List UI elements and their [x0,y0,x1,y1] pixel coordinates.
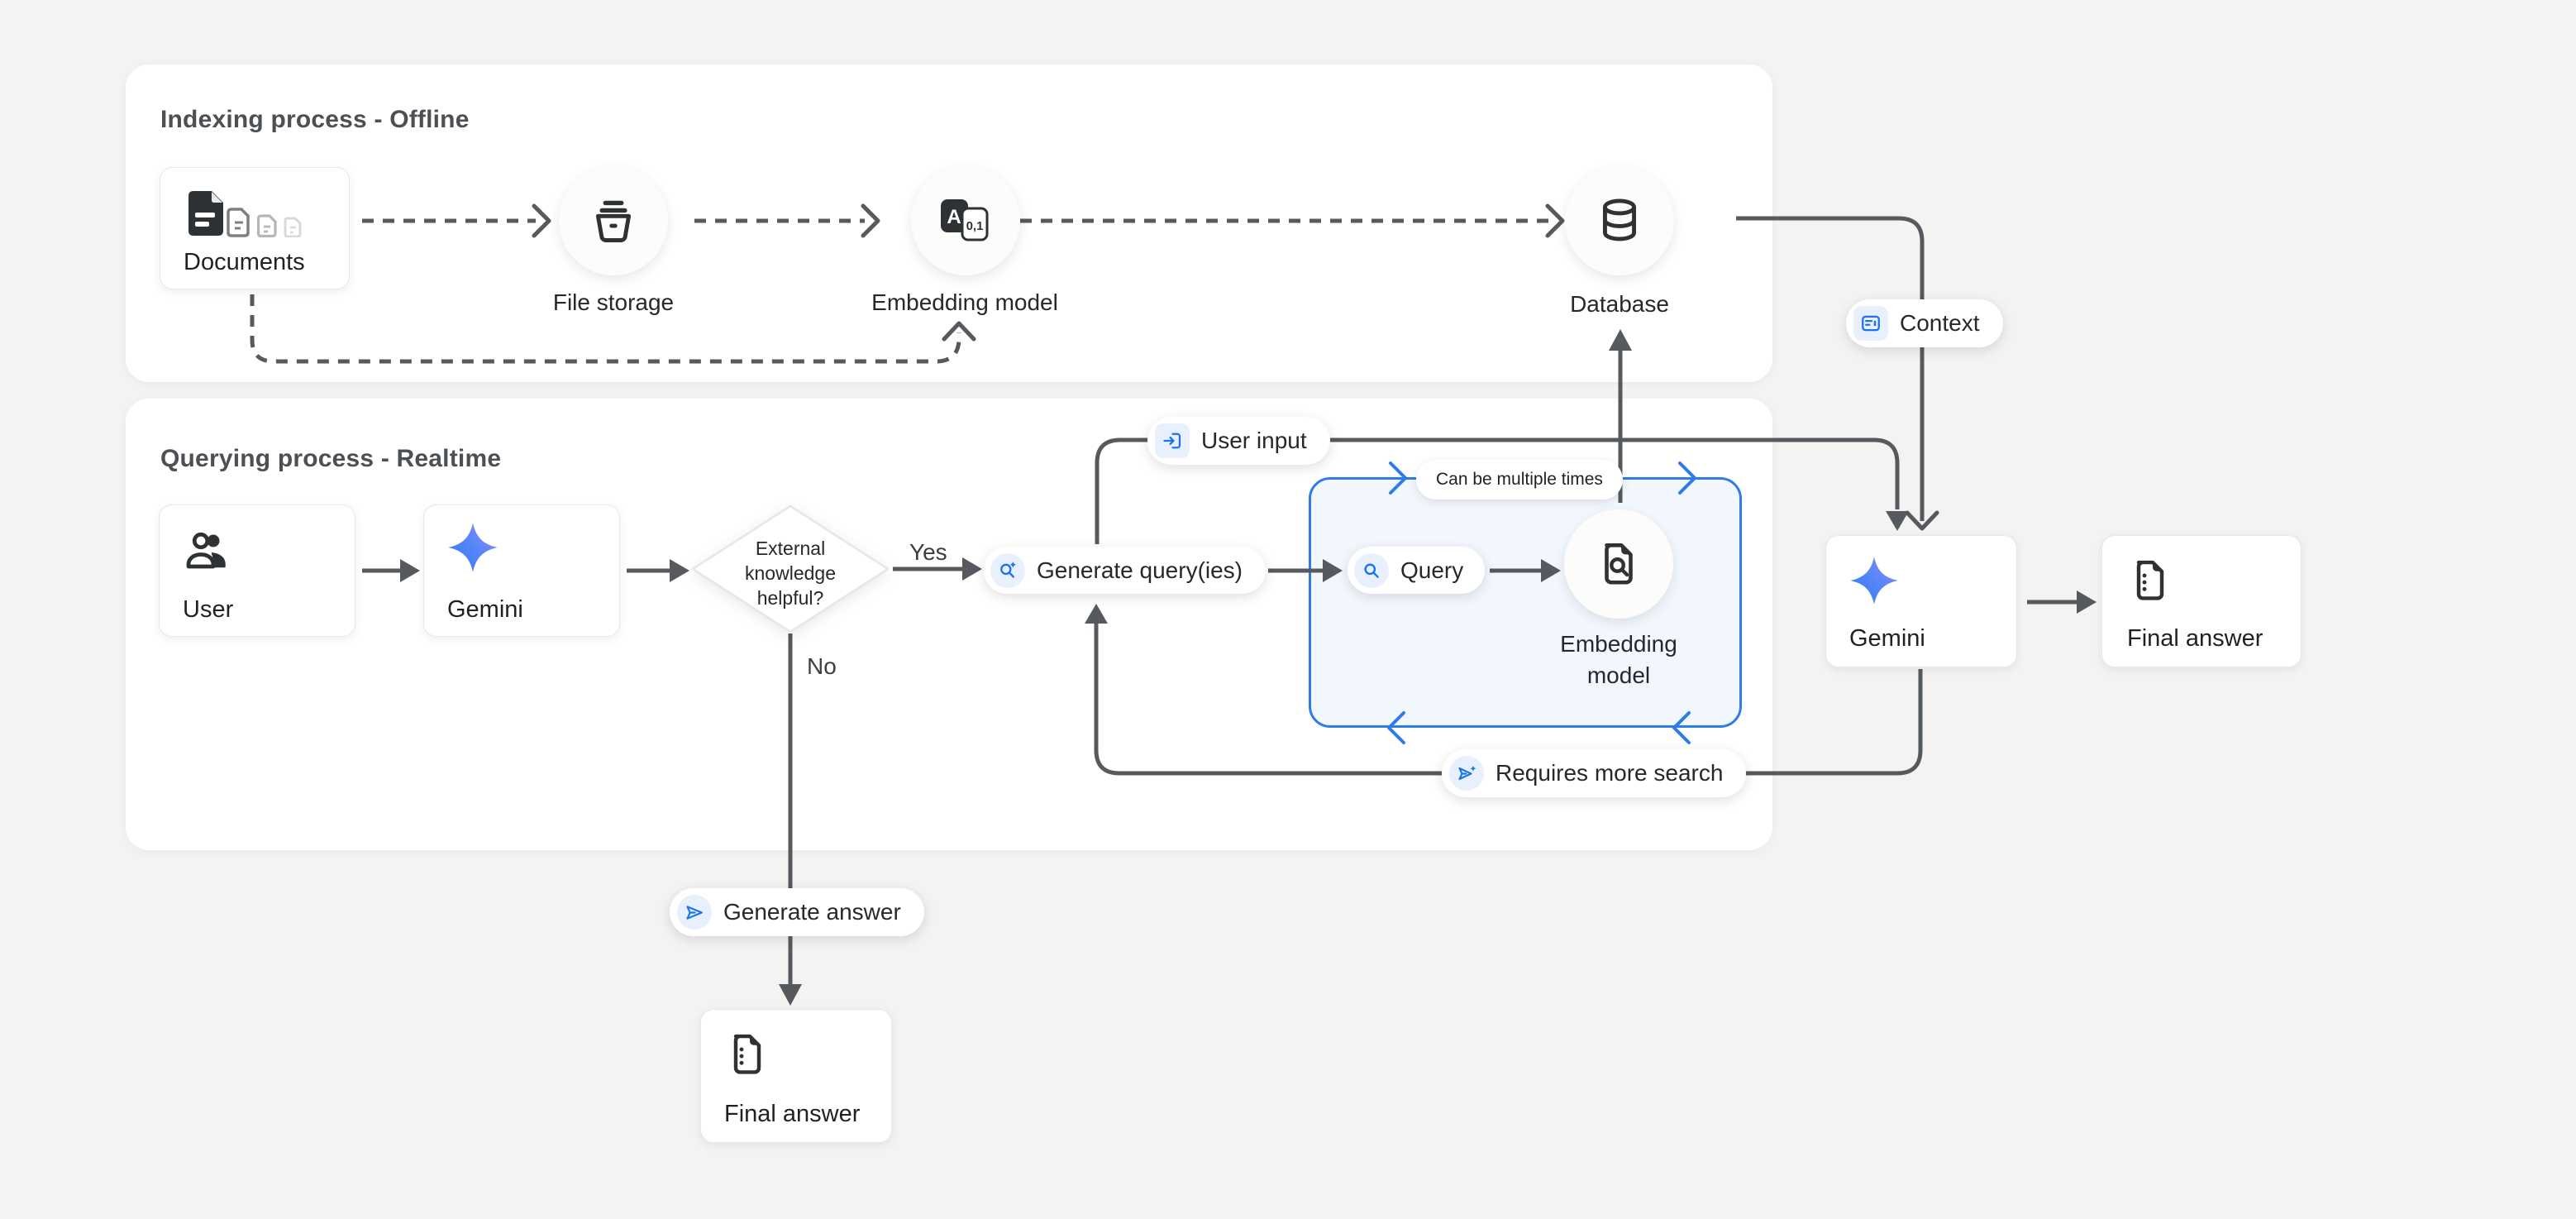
context-chip [1853,306,1888,341]
file-storage-node [559,166,668,275]
send-chip [677,895,712,930]
indexing-panel-title: Indexing process - Offline [160,106,470,133]
query-node: Query [1348,547,1486,594]
context-badge: Context [1846,299,2003,347]
user-input-label: User input [1201,428,1307,453]
arrowhead-finalanswer-right [2077,590,2097,614]
embedding-realtime-line1: Embedding [1560,631,1677,657]
embedding-model-realtime-label: Embedding model [1511,629,1726,691]
query-label: Query [1400,557,1464,583]
embedding-model-offline-node: A 0,1 [911,166,1020,275]
can-be-multiple-times-badge: Can be multiple times [1416,460,1623,500]
send-sparkle-chip [1449,756,1484,791]
embedding-realtime-line2: model [1586,662,1651,688]
search-chip [1354,552,1389,588]
final-answer-right-label: Final answer [2127,625,2264,652]
user-input-chip [1155,423,1190,458]
search-sparkle-icon [999,561,1016,578]
context-article-icon [1862,315,1880,332]
database-node [1565,166,1674,275]
embedding-model-offline-label: Embedding model [871,289,1058,315]
file-storage-icon [595,200,632,242]
gemini-query-node: Gemini [423,504,620,637]
user-icon [186,532,226,569]
final-answer-bottom-node: Final answer [700,1009,892,1143]
gemini-star-icon [448,523,498,572]
decision-line1: External [755,538,826,559]
final-answer-doc-icon [2136,560,2164,600]
requires-more-search-label: Requires more search [1496,760,1724,786]
arrowhead-finalanswer-bottom [779,984,802,1006]
yes-label: Yes [909,539,947,565]
context-label: Context [1900,310,1980,336]
querying-panel-title: Querying process - Realtime [160,445,502,472]
arrowhead-userinput-gemini [1886,511,1909,531]
final-answer-bottom-label: Final answer [724,1101,861,1127]
generate-queries-node: Generate query(ies) [984,547,1267,594]
file-storage-label: File storage [552,289,675,315]
gemini-answer-node: Gemini [1825,535,2017,667]
no-label: No [807,653,837,679]
generate-queries-label: Generate query(ies) [1037,557,1243,583]
decision-line2: knowledge [745,562,836,584]
embedding-model-realtime-node [1564,509,1673,619]
requires-more-search-badge: Requires more search [1442,749,1747,797]
documents-label: Documents [184,249,305,275]
login-arrow-icon [1163,433,1181,449]
send-icon [685,905,703,920]
user-label: User [183,596,234,623]
gemini-query-label: Gemini [447,596,523,623]
user-input-badge: User input [1147,417,1330,465]
document-search-icon [1605,543,1633,585]
embedding-icon-digits: 0,1 [966,219,984,233]
gemini-star-icon-2 [1850,557,1898,605]
generate-answer-badge: Generate answer [670,888,924,936]
send-sparkle-icon [1457,765,1476,780]
database-icon [1602,198,1637,241]
final-answer-right-node: Final answer [2101,535,2302,667]
database-label: Database [1570,291,1669,317]
search-icon [1364,562,1379,578]
generate-answer-label: Generate answer [723,899,901,925]
documents-icon [188,191,302,237]
gemini-answer-label: Gemini [1849,625,1925,652]
documents-node: Documents [160,167,350,289]
user-node: User [159,504,355,637]
can-be-multiple-times-label: Can be multiple times [1436,470,1603,489]
final-answer-doc-icon-2 [733,1034,761,1074]
embedding-model-icon: A 0,1 [941,199,989,241]
decision-text: External knowledge helpful? [699,536,881,610]
search-sparkle-chip [990,552,1025,588]
arrowhead-context-into-gemini [1905,510,1939,531]
decision-line3: helpful? [756,587,824,609]
embedding-icon-letter: A [947,206,961,228]
